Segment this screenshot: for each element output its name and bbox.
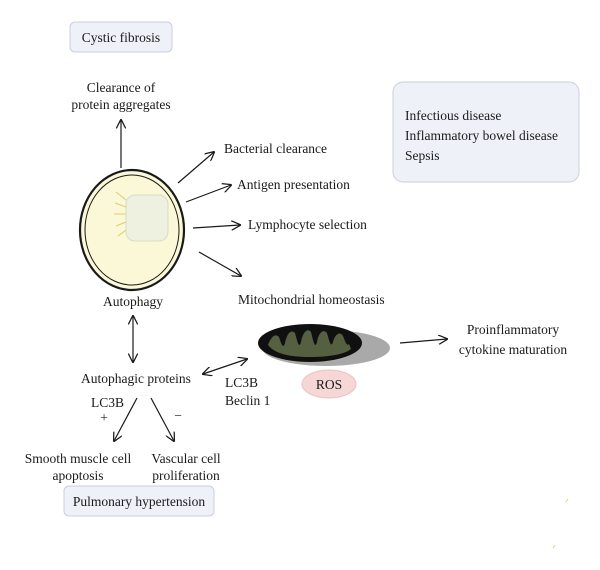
autophagic-proteins-label: Autophagic proteins	[81, 371, 191, 386]
arrow-to-bacterial	[177, 152, 214, 184]
proinflammatory-label-line1: Proinflammatory	[467, 322, 559, 337]
pulmonary-hypertension-box: Pulmonary hypertension	[63, 485, 215, 517]
cargo-fibers	[114, 191, 127, 237]
cystic-fibrosis-box: Cystic fibrosis	[69, 21, 173, 53]
autophagy-label: Autophagy	[103, 294, 163, 309]
vascular-label-line1: Vascular cell	[151, 451, 221, 466]
stray-mark	[552, 544, 556, 549]
smooth-muscle-label-line2: apoptosis	[52, 468, 103, 483]
arrow-proteins-mitochondrion	[203, 359, 247, 374]
autophagosome-cell	[78, 168, 186, 292]
arrow-to-antigen	[185, 185, 231, 203]
arrow-to-mitochondrial	[198, 251, 241, 276]
clearance-label-line2: protein aggregates	[71, 97, 170, 112]
proinflammatory-label-line2: cytokine maturation	[459, 342, 568, 357]
bacterial-clearance-label: Bacterial clearance	[224, 141, 327, 156]
minus-sign: −	[174, 408, 182, 423]
plus-sign: +	[100, 410, 108, 425]
ros-label: ROS	[316, 377, 342, 392]
lymphocyte-selection-label: Lymphocyte selection	[248, 217, 367, 232]
arrow-to-lymphocyte	[192, 225, 240, 228]
vascular-label-line2: proliferation	[152, 468, 220, 483]
engulfed-cargo	[125, 194, 169, 242]
clearance-label-line1: Clearance of	[87, 80, 156, 95]
arrow-to-apoptosis	[114, 397, 138, 441]
arrow-to-proliferation	[150, 397, 174, 441]
mitochondrion	[258, 324, 390, 366]
antigen-presentation-label: Antigen presentation	[237, 177, 350, 192]
smooth-muscle-label-line1: Smooth muscle cell	[25, 451, 132, 466]
disease-item: Inflammatory bowel disease	[405, 128, 558, 143]
arrow-to-proinflammatory	[399, 339, 447, 343]
disease-box: Infectious disease Inflammatory bowel di…	[392, 81, 580, 183]
lc3b-right-label: LC3B	[225, 375, 258, 390]
beclin1-label: Beclin 1	[225, 393, 270, 408]
mitochondrial-homeostasis-label: Mitochondrial homeostasis	[238, 292, 385, 307]
ros-badge: ROS	[301, 369, 357, 399]
lc3b-left-label: LC3B	[91, 395, 124, 410]
stray-mark	[565, 498, 569, 503]
cystic-fibrosis-label: Cystic fibrosis	[82, 30, 160, 45]
pulmonary-hypertension-label: Pulmonary hypertension	[73, 494, 206, 509]
disease-item: Infectious disease	[405, 108, 501, 123]
disease-item: Sepsis	[405, 148, 440, 163]
